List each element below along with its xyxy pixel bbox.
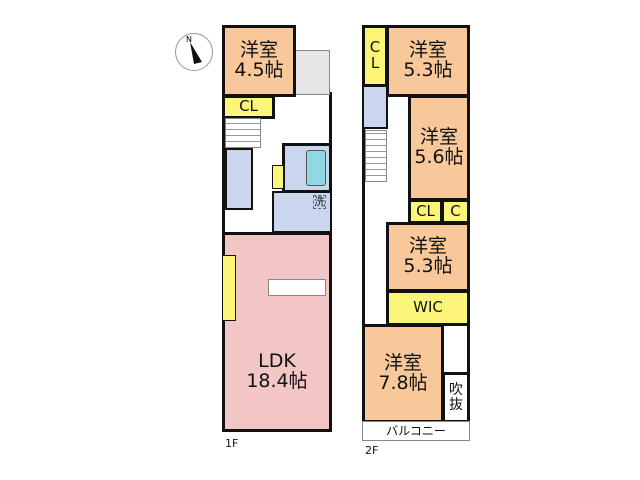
room-size: 5.3帖 — [403, 255, 453, 277]
stairs-1f — [225, 118, 261, 148]
room-name: 洋室 — [408, 39, 447, 62]
ldk-storage — [222, 255, 236, 321]
closet-label: C L — [369, 38, 381, 72]
north-label: N — [186, 35, 192, 44]
room-size: 5.3帖 — [403, 59, 453, 81]
room-western-5-3-a: 洋室 5.3帖 — [386, 25, 470, 97]
room-size: 5.6帖 — [414, 146, 464, 168]
atrium: 吹 抜 — [442, 372, 470, 423]
washroom: 洗 — [272, 191, 332, 233]
room-western-5-6: 洋室 5.6帖 — [408, 95, 470, 201]
walk-in-closet: WIC — [386, 290, 470, 326]
closet-1f: CL — [222, 95, 275, 119]
room-size: 4.5帖 — [234, 59, 284, 81]
room-name: 洋室 — [383, 351, 422, 374]
washroom-label: 洗 — [313, 195, 326, 209]
room-western-5-3-b: 洋室 5.3帖 — [386, 222, 470, 292]
closet-label: C — [450, 201, 461, 220]
room-western-4-5: 洋室 4.5帖 — [222, 25, 296, 97]
room-name: LDK — [258, 350, 296, 373]
balcony: バルコニー — [362, 421, 470, 441]
closet-2f-top: C L — [362, 25, 388, 87]
storage-1f — [272, 165, 284, 189]
porch — [295, 50, 330, 95]
closet-2f-small: C — [441, 199, 470, 224]
floor1-label: 1F — [225, 437, 239, 450]
compass: N — [175, 33, 213, 71]
toilet-1f — [225, 148, 253, 210]
room-name: 洋室 — [239, 39, 278, 62]
room-name: 洋室 — [419, 126, 458, 149]
balcony-label: バルコニー — [386, 423, 446, 438]
closet-label: CL — [239, 97, 258, 116]
room-size: 18.4帖 — [246, 370, 308, 392]
room-size: 7.8帖 — [378, 371, 428, 394]
floor2-label: 2F — [365, 444, 379, 457]
room-name: 洋室 — [408, 235, 447, 258]
compass-arrow-icon — [190, 42, 202, 64]
closet-label: CL — [416, 201, 435, 220]
bathtub — [306, 150, 326, 186]
room-ldk: LDK 18.4帖 — [222, 232, 332, 432]
room-western-7-8: 洋室 7.8帖 — [362, 324, 444, 423]
closet-2f-mid: CL — [408, 199, 443, 224]
bathroom — [282, 143, 332, 193]
atrium-label: 吹 抜 — [449, 381, 463, 413]
wic-label: WIC — [413, 298, 443, 317]
kitchen-counter — [268, 279, 326, 296]
toilet-2f — [362, 85, 388, 129]
stairs-2f — [365, 130, 387, 182]
